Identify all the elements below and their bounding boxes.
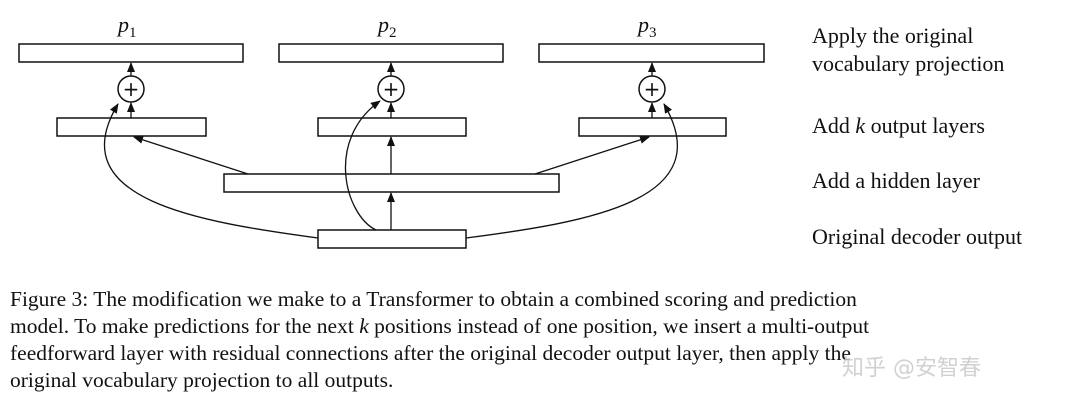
add-node-2: + [377,75,405,103]
projection-box-2 [278,43,504,63]
plus-icon: + [123,77,140,101]
label-projection-line2: vocabulary projection [812,51,1005,76]
output-label-p2: p2 [376,12,397,41]
caption-line-4: original vocabulary projection to all ou… [10,368,394,392]
output-layer-box-3 [578,117,727,137]
residual-curve-1 [103,103,319,239]
caption-line-2: model. To make predictions for the next … [10,314,870,338]
residual-curve-3 [465,103,678,239]
projection-box-3 [538,43,765,63]
caption-line-3: feedforward layer with residual connecti… [10,341,851,365]
label-output-layers: Add k output layers [812,113,985,138]
plus-icon: + [644,77,661,101]
output-label-p1: p1 [116,12,137,41]
output-layer-box-2 [317,117,467,137]
arrow-hidden-to-out1 [133,135,249,175]
arrow-hidden-to-out3 [534,135,650,175]
add-node-1: + [117,75,145,103]
label-hidden-layer: Add a hidden layer [812,168,980,193]
architecture-diagram: p1 p2 p3 + + + [18,12,1023,249]
projection-box-1 [18,43,244,63]
diagram-canvas: p1 p2 p3 + + + [18,12,765,249]
output-label-p3: p3 [636,12,657,41]
decoder-output-box [317,229,467,249]
residual-curve-2 [344,100,381,231]
output-layer-box-1 [56,117,207,137]
add-node-3: + [638,75,666,103]
label-decoder-output: Original decoder output [812,224,1023,249]
plus-icon: + [383,77,400,101]
label-projection-line1: Apply the original [812,23,974,48]
watermark: 知乎 @安智春 [842,356,981,381]
hidden-layer-box [223,173,560,193]
figure-caption: Figure 3: The modification we make to a … [10,286,1072,394]
caption-line-1: Figure 3: The modification we make to a … [10,287,857,311]
